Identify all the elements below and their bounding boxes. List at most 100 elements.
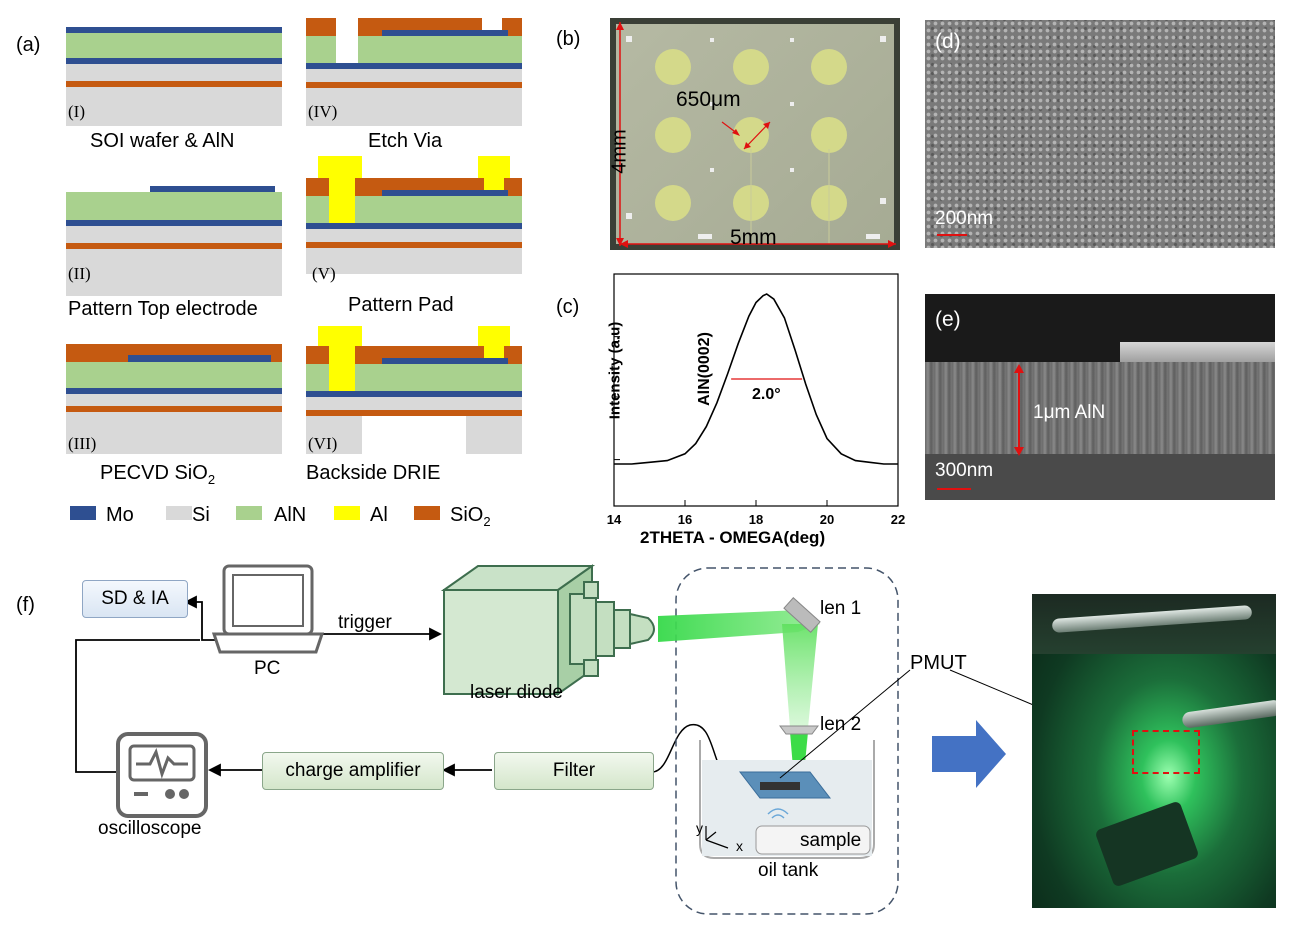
process-flow: (I) SOI wafer & AlN (II) Pattern Top ele…: [66, 18, 522, 498]
ultrasound-wave-icon: [767, 808, 789, 819]
laser-diode-label: laser diode: [470, 682, 563, 703]
step-2-stack: [66, 186, 282, 296]
sd-ia-box: SD & IA: [82, 580, 188, 618]
step-2-caption: Pattern Top electrode: [68, 298, 258, 320]
x-tick-label: 20: [819, 512, 835, 527]
x-tick-label: 18: [748, 512, 764, 527]
aln-film: [925, 362, 1275, 454]
pc-label: PC: [254, 658, 281, 679]
panel-label-a: (a): [16, 34, 41, 56]
fwhm-label: 2.0°: [752, 386, 781, 403]
step-6-caption: Backside DRIE: [306, 462, 441, 484]
legend-swatch-si: [166, 506, 192, 520]
thickness-arrow: [1014, 364, 1024, 456]
len1-mirror: [783, 597, 821, 633]
setup-photo: [1032, 594, 1276, 908]
panel-label-b: (b): [556, 28, 581, 50]
legend-label-aln: AlN: [274, 504, 307, 526]
sem-surface-image: (d) 200nm: [925, 20, 1275, 248]
device-micrograph: 650μm 4mm 5mm: [608, 18, 900, 250]
step-3-caption: PECVD SiO2: [100, 462, 216, 487]
step-1-number: (I): [68, 102, 85, 121]
oscilloscope-to-pc-wire: [75, 639, 200, 773]
x-axis-label: 2THETA - OMEGA(deg): [640, 528, 826, 547]
setup-diagram: [75, 564, 1151, 915]
scale-bar: [937, 234, 967, 236]
step-3-stack: [66, 344, 282, 454]
step-5-caption: Pattern Pad: [348, 294, 454, 316]
pmut-cell: [733, 49, 769, 85]
panel-label-c: (c): [556, 296, 580, 318]
sem-cross-section-image: (e) 1μm AlN 300nm: [925, 294, 1275, 500]
step-1-stack: [66, 18, 282, 126]
step-5-number: (V): [312, 264, 336, 283]
legend-swatch-al: [334, 506, 360, 520]
charge-amplifier-box: charge amplifier: [262, 752, 444, 790]
len2-label: len 2: [820, 714, 862, 735]
optics-enclosure: [675, 567, 899, 915]
step-5-stack: [306, 156, 522, 274]
pmut-highlight-box: [1132, 730, 1200, 774]
oscilloscope-label: oscilloscope: [98, 818, 202, 839]
legend-swatch-sio2: [414, 506, 440, 520]
legend-swatch-aln: [236, 506, 262, 520]
x-tick-label: 16: [677, 512, 693, 527]
step-1-caption: SOI wafer & AlN: [90, 130, 235, 152]
axis-icon: [705, 826, 729, 849]
legend-label-mo: Mo: [106, 504, 134, 526]
scale-bar: [937, 488, 971, 490]
pmut-label: PMUT: [910, 652, 967, 674]
pmut-pointer-left: [779, 669, 911, 779]
filter-box: Filter: [494, 752, 654, 790]
sem-cross-scale-label: 300nm: [935, 460, 994, 481]
x-tick-label: 14: [606, 512, 622, 527]
step-2-number: (II): [68, 264, 91, 283]
pmut-cell: [655, 117, 691, 153]
substrate: [925, 454, 1275, 500]
sample-label: sample: [800, 830, 862, 851]
step-4-stack: [306, 18, 522, 126]
oil-tank-label: oil tank: [758, 860, 819, 881]
height-label: 4mm: [608, 129, 631, 174]
pmut-cell: [655, 185, 691, 221]
sem-top-scale-label: 200nm: [935, 208, 994, 229]
step-6-number: (VI): [308, 434, 338, 453]
axis-y-label: y: [696, 820, 703, 836]
step-4-caption: Etch Via: [368, 130, 443, 152]
pmut-cell: [733, 117, 769, 153]
material-legend: Mo Si AlN Al SiO2: [70, 502, 530, 530]
axis-x-label: x: [736, 838, 743, 854]
pmut-cell: [655, 49, 691, 85]
pc-icon: [211, 564, 325, 654]
legend-swatch-mo: [70, 506, 96, 520]
xrd-series-line: [614, 293, 898, 465]
panel-label-f: (f): [16, 594, 35, 616]
grain-texture: [925, 20, 1275, 248]
width-label: 5mm: [730, 226, 777, 249]
right-arrow-icon: [932, 720, 1006, 788]
y-axis-label: Intensity (a.u): [606, 321, 624, 420]
laser-beam-horizontal: [658, 610, 820, 642]
peak-label: AlN(0002): [695, 332, 713, 406]
pmut-cell: [811, 117, 847, 153]
oil-tank-outline: [699, 740, 875, 859]
laser-beam-vertical: [782, 624, 818, 728]
oscilloscope-icon: [116, 732, 208, 818]
legend-label-sio2: SiO2: [450, 504, 491, 529]
panel-label-e: (e): [935, 308, 961, 331]
panel-label-d: (d): [935, 30, 961, 53]
thickness-label: 1μm AlN: [1033, 402, 1106, 423]
len2-lens: [779, 725, 819, 735]
xrd-chart: [613, 273, 899, 507]
len1-label: len 1: [820, 598, 862, 619]
step-4-number: (IV): [308, 102, 338, 121]
step-6-stack: [306, 326, 522, 454]
legend-label-si: Si: [192, 504, 210, 526]
laser-diode-icon: [440, 564, 655, 696]
film-edge: [1120, 342, 1275, 364]
micrograph-overlay: [616, 22, 896, 248]
pmut-cell: [811, 49, 847, 85]
diameter-label: 650μm: [676, 88, 741, 111]
sample-block: [755, 825, 871, 855]
x-tick-label: 22: [890, 512, 906, 527]
